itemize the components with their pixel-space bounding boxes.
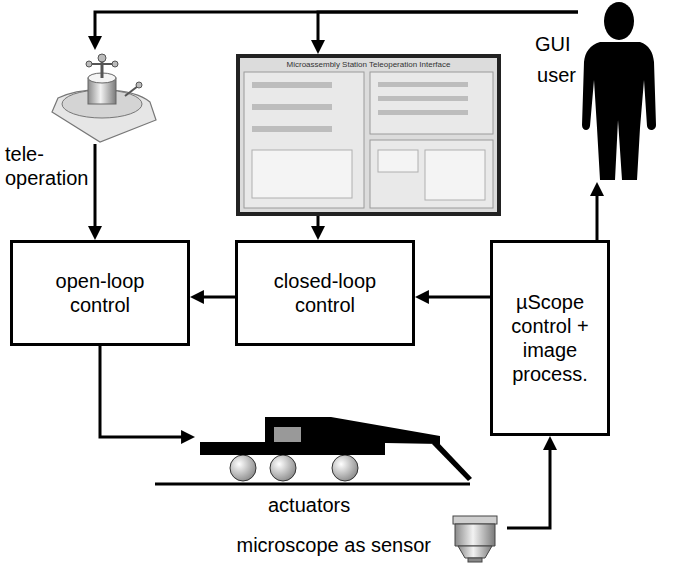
gripper-body <box>301 427 331 442</box>
microscope-sensor: microscope as sensor <box>445 512 507 564</box>
user-silhouette <box>582 2 656 180</box>
microscope-icon <box>453 516 497 562</box>
ground-line <box>155 483 470 486</box>
gui-screenshot <box>238 56 499 214</box>
gripper-block <box>274 427 301 442</box>
screen-panel <box>370 140 493 208</box>
actuator-stage <box>155 417 472 484</box>
device-handle <box>90 63 114 65</box>
flow-arrow <box>94 144 97 235</box>
device-stick <box>101 60 104 78</box>
user-figure: user <box>578 2 660 182</box>
screen-field <box>252 150 352 198</box>
teleoperation-device: tele- operation <box>45 50 157 144</box>
stage-platform <box>200 442 385 455</box>
flow-arrow <box>195 296 235 299</box>
screen-field <box>252 104 332 110</box>
node-label: GUI <box>535 32 571 56</box>
gripper-arm <box>331 417 440 444</box>
actuator-ball <box>230 455 256 481</box>
screen-panel <box>370 72 493 134</box>
flow-arrow <box>317 216 320 235</box>
microscope-ring <box>453 516 497 524</box>
box-label: µScope control + image process. <box>508 290 592 386</box>
screen-field <box>378 82 468 87</box>
gripper-finger <box>432 440 472 481</box>
screen-ground <box>238 56 499 214</box>
node-label: microscope as sensor <box>236 533 431 557</box>
user-head <box>604 2 634 40</box>
flow-arrow <box>596 187 599 240</box>
gui-screenshot: GUIMicroassembly Station Teleoperation I… <box>236 54 501 216</box>
screen-field <box>378 96 468 101</box>
microscope-body <box>455 524 495 546</box>
actuator-ball <box>332 455 358 481</box>
screen-button <box>425 150 485 200</box>
screen-field <box>252 82 332 88</box>
process-box: open-loop control <box>10 240 190 346</box>
screen-field <box>252 126 332 132</box>
device-knob <box>112 61 118 67</box>
node-label: user <box>537 63 576 87</box>
gripper-post <box>265 417 274 443</box>
actuator-stage: actuators <box>195 412 475 484</box>
actuator-ball <box>270 455 296 481</box>
node-label: actuators <box>268 493 350 517</box>
process-box: closed-loop control <box>235 240 415 346</box>
flow-arrow <box>507 441 550 528</box>
microscope-lens <box>468 558 482 562</box>
box-label: open-loop control <box>40 269 160 317</box>
flow-arrow <box>100 346 190 437</box>
process-box: µScope control + image process. <box>490 240 610 436</box>
user-body <box>582 42 656 180</box>
teleoperation-device <box>52 54 156 142</box>
device-lever <box>125 86 138 96</box>
device-knob <box>86 61 92 67</box>
gripper-top <box>265 417 331 427</box>
flow-arrow <box>95 12 578 45</box>
node-label: tele- operation <box>5 142 88 190</box>
window-title: Microassembly Station Teleoperation Inte… <box>240 60 497 70</box>
screen-panel <box>244 72 364 208</box>
screen-field <box>378 110 468 115</box>
screen-button <box>378 150 418 172</box>
flow-arrow <box>420 296 490 299</box>
device-knob <box>98 54 106 62</box>
box-label: closed-loop control <box>260 269 390 317</box>
microscope-objective <box>458 546 492 558</box>
device-knob <box>136 82 142 88</box>
